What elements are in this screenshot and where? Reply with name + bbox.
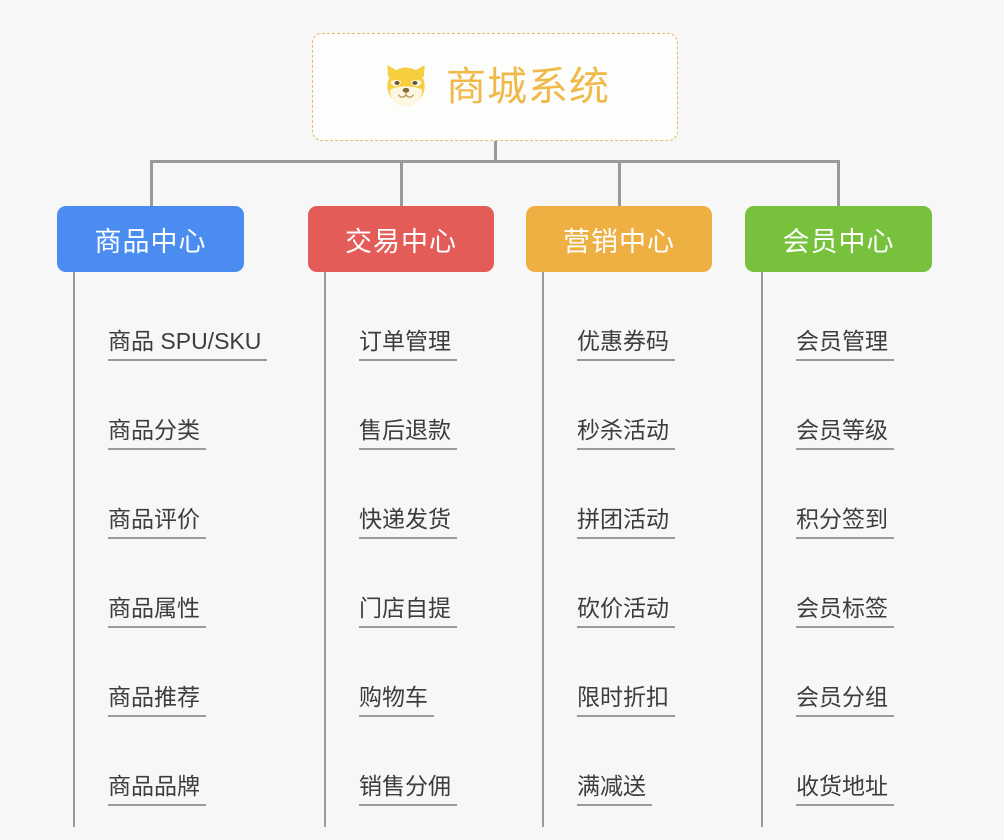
list-item[interactable]: 商品品牌	[75, 717, 244, 806]
category-product-center: 商品中心 商品 SPU/SKU 商品分类 商品评价 商品属性 商品推荐 商品品牌	[57, 206, 268, 827]
leaf-label: 售后退款	[359, 417, 457, 450]
leaf-label: 购物车	[359, 684, 434, 717]
leaf-label: 砍价活动	[577, 595, 675, 628]
leaf-label: 商品品牌	[108, 773, 206, 806]
list-item[interactable]: 砍价活动	[544, 539, 712, 628]
connector-drop-product	[150, 160, 153, 207]
list-item[interactable]: 销售分佣	[326, 717, 494, 806]
leaf-label: 门店自提	[359, 595, 457, 628]
list-item[interactable]: 售后退款	[326, 361, 494, 450]
leaf-label: 会员管理	[796, 328, 894, 361]
list-item[interactable]: 门店自提	[326, 539, 494, 628]
category-header-member-center[interactable]: 会员中心	[745, 206, 932, 272]
leaf-label: 积分签到	[796, 506, 894, 539]
leaf-label: 销售分佣	[359, 773, 457, 806]
leaf-label: 订单管理	[359, 328, 457, 361]
category-member-center: 会员中心 会员管理 会员等级 积分签到 会员标签 会员分组 收货地址	[745, 206, 932, 827]
list-item[interactable]: 会员管理	[763, 272, 932, 361]
category-marketing-center: 营销中心 优惠券码 秒杀活动 拼团活动 砍价活动 限时折扣 满减送	[526, 206, 712, 827]
shiba-dog-face-icon	[387, 65, 425, 107]
leaf-label: 会员分组	[796, 684, 894, 717]
category-trade-center: 交易中心 订单管理 售后退款 快递发货 门店自提 购物车 销售分佣	[308, 206, 494, 827]
list-item[interactable]: 积分签到	[763, 450, 932, 539]
list-item[interactable]: 秒杀活动	[544, 361, 712, 450]
leaf-label: 商品分类	[108, 417, 206, 450]
leaf-label: 会员标签	[796, 595, 894, 628]
root-node-title: 商城系统	[446, 65, 610, 109]
leaf-label: 快递发货	[359, 506, 457, 539]
list-item[interactable]: 会员等级	[763, 361, 932, 450]
list-item[interactable]: 优惠券码	[544, 272, 712, 361]
list-item[interactable]: 会员分组	[763, 628, 932, 717]
leaf-label: 优惠券码	[577, 328, 675, 361]
connector-drop-marketing	[618, 160, 621, 207]
list-item[interactable]: 会员标签	[763, 539, 932, 628]
list-item[interactable]: 购物车	[326, 628, 494, 717]
list-item[interactable]: 商品 SPU/SKU	[75, 272, 268, 361]
leaf-label: 会员等级	[796, 417, 894, 450]
leaf-label: 秒杀活动	[577, 417, 675, 450]
leaf-label: 商品推荐	[108, 684, 206, 717]
branch-product-center: 商品 SPU/SKU 商品分类 商品评价 商品属性 商品推荐 商品品牌	[73, 272, 268, 827]
list-item[interactable]: 收货地址	[763, 717, 932, 806]
connector-drop-member	[837, 160, 840, 207]
list-item[interactable]: 快递发货	[326, 450, 494, 539]
branch-trade-center: 订单管理 售后退款 快递发货 门店自提 购物车 销售分佣	[324, 272, 494, 827]
leaf-label: 收货地址	[796, 773, 894, 806]
list-item[interactable]: 商品推荐	[75, 628, 244, 717]
branch-member-center: 会员管理 会员等级 积分签到 会员标签 会员分组 收货地址	[761, 272, 932, 827]
category-header-product-center[interactable]: 商品中心	[57, 206, 244, 272]
leaf-label: 商品 SPU/SKU	[108, 328, 268, 361]
list-item[interactable]: 限时折扣	[544, 628, 712, 717]
root-node-mall-system[interactable]: 商城系统	[312, 33, 678, 141]
leaf-label: 限时折扣	[577, 684, 675, 717]
list-item[interactable]: 商品分类	[75, 361, 244, 450]
category-header-marketing-center[interactable]: 营销中心	[526, 206, 712, 272]
list-item[interactable]: 拼团活动	[544, 450, 712, 539]
list-item[interactable]: 商品属性	[75, 539, 244, 628]
connector-drop-trade	[400, 160, 403, 207]
connector-horizontal-bus	[150, 160, 840, 163]
branch-marketing-center: 优惠券码 秒杀活动 拼团活动 砍价活动 限时折扣 满减送	[542, 272, 712, 827]
leaf-label: 拼团活动	[577, 506, 675, 539]
leaf-label: 满减送	[577, 773, 652, 806]
list-item[interactable]: 订单管理	[326, 272, 494, 361]
leaf-label: 商品属性	[108, 595, 206, 628]
connector-root-stem	[494, 141, 497, 163]
leaf-label: 商品评价	[108, 506, 206, 539]
list-item[interactable]: 商品评价	[75, 450, 244, 539]
category-header-trade-center[interactable]: 交易中心	[308, 206, 494, 272]
list-item[interactable]: 满减送	[544, 717, 712, 806]
